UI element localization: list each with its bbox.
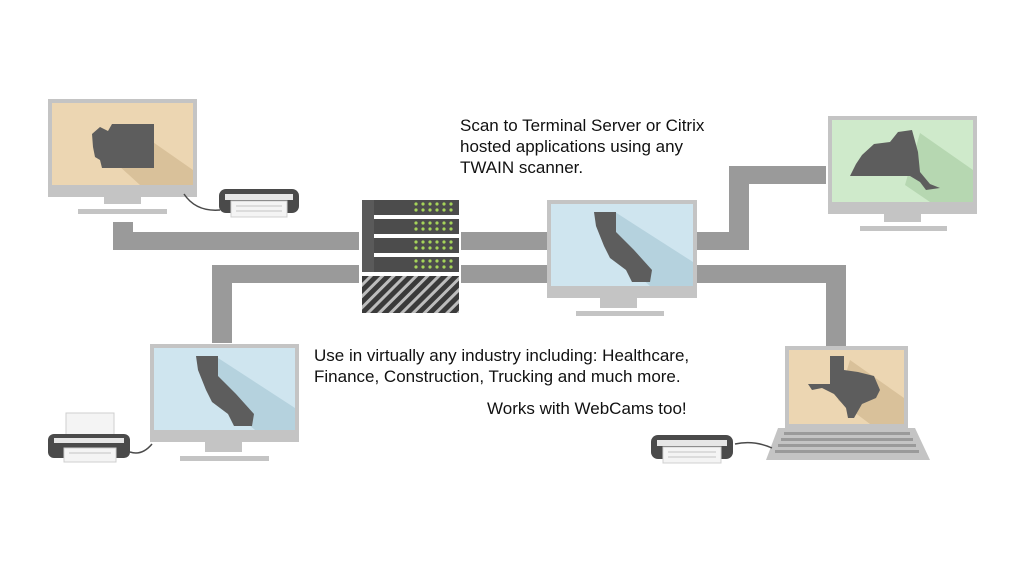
- monitor-icon: [547, 200, 697, 316]
- server-rack-icon: [362, 200, 459, 313]
- webcam-caption: Works with WebCams too!: [487, 398, 687, 419]
- new-york-state-map-icon: [850, 130, 940, 190]
- laptop-icon: [766, 346, 930, 460]
- webcam-caption-text: Works with WebCams too!: [487, 399, 687, 418]
- scan-caption-line2: hosted applications using any: [460, 137, 684, 156]
- scan-caption-line1: Scan to Terminal Server or Citrix: [460, 116, 705, 135]
- washington-state-map-icon: [92, 124, 154, 168]
- document-scanner-icon: [651, 435, 733, 464]
- scan-caption-line3: TWAIN scanner.: [460, 158, 584, 177]
- california-state-map-icon: [196, 356, 254, 426]
- network-connections: [113, 166, 846, 347]
- industry-caption-line1: Use in virtually any industry including:…: [314, 346, 690, 365]
- california-state-map-icon: [594, 212, 652, 282]
- monitor-icon: [828, 116, 977, 231]
- industry-caption-line2: Finance, Construction, Trucking and much…: [314, 367, 681, 386]
- texas-state-map-icon: [808, 356, 880, 418]
- document-scanner-icon: [219, 189, 299, 218]
- scan-caption: Scan to Terminal Server or Citrix hosted…: [460, 115, 704, 178]
- printer-icon: [48, 412, 130, 463]
- monitor-icon: [150, 344, 299, 461]
- monitor-icon: [48, 99, 197, 214]
- industry-caption: Use in virtually any industry including:…: [314, 345, 689, 387]
